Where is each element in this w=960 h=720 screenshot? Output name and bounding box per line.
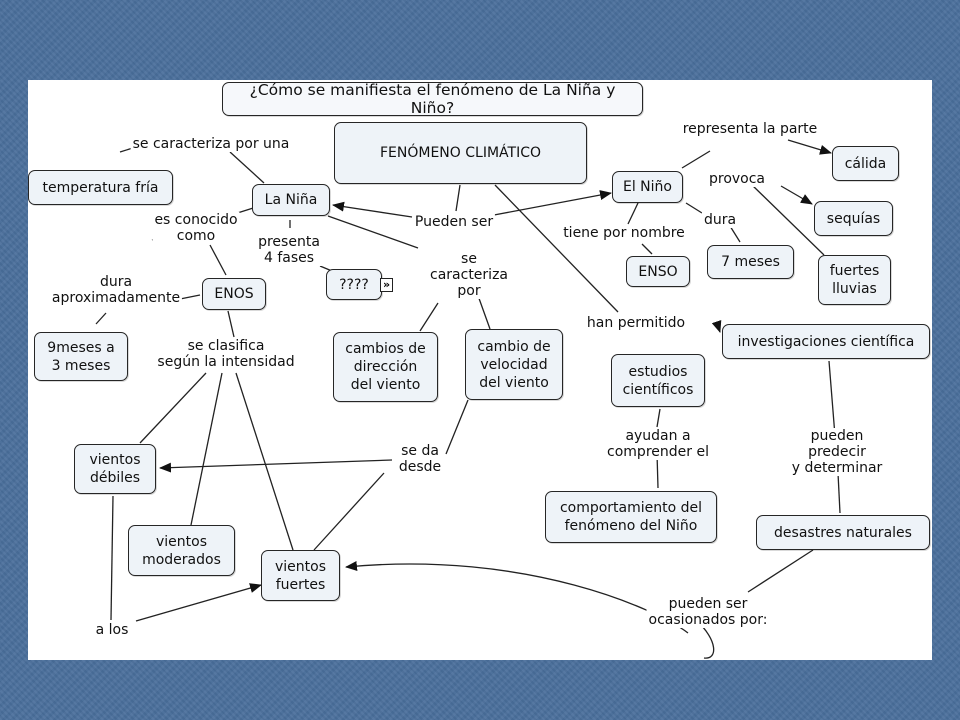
node-enos: ENOS xyxy=(202,278,266,310)
link-line xyxy=(139,372,207,444)
link-label-conocido-como: es conocido como xyxy=(152,212,240,244)
link-label-se-clasifica: se clasifica según la intensidad xyxy=(155,338,297,370)
link-arrow xyxy=(780,185,813,205)
link-label-ayudan: ayudan a comprender el xyxy=(605,428,711,460)
link-label-presenta: presenta 4 fases xyxy=(256,234,322,266)
node-investigaciones: investigaciones científica xyxy=(722,324,930,359)
node-vientos-moderados: vientos moderados xyxy=(128,525,235,576)
link-arrow xyxy=(159,459,393,473)
link-line xyxy=(750,183,825,256)
main-concept-node: FENÓMENO CLIMÁTICO xyxy=(334,122,587,184)
node-7-meses: 7 meses xyxy=(707,245,794,279)
node-comportamiento: comportamiento del fenómeno del Niño xyxy=(545,491,717,543)
link-line xyxy=(445,399,469,455)
link-line xyxy=(227,310,235,338)
link-label-se-da-desde: se da desde xyxy=(396,443,444,475)
link-line xyxy=(627,202,639,225)
node-la-nina: La Niña xyxy=(252,184,330,216)
node-temperatura-fria: temperatura fría xyxy=(28,170,173,205)
link-line xyxy=(455,184,461,212)
link-label-dura-aprox: dura aproximadamente xyxy=(49,274,183,306)
link-line xyxy=(656,408,661,428)
link-line xyxy=(229,151,265,184)
link-line xyxy=(419,302,439,332)
link-line xyxy=(313,472,385,551)
node-estudios: estudios científicos xyxy=(611,354,705,407)
link-line xyxy=(179,294,201,300)
link-line xyxy=(828,360,836,437)
link-label-caracteriza-por: se caracteriza por xyxy=(428,251,510,299)
link-arrow xyxy=(711,319,722,333)
focus-question: ¿Cómo se manifiesta el fenómeno de La Ni… xyxy=(222,81,643,117)
link-label-pueden-ser: Pueden ser xyxy=(412,214,496,230)
link-arrow xyxy=(345,561,689,634)
link-line xyxy=(190,372,223,526)
link-line xyxy=(685,202,703,214)
link-label-tiene-nombre: tiene por nombre xyxy=(561,225,687,241)
concept-map-links xyxy=(95,139,841,659)
node-el-nino: El Niño xyxy=(612,171,683,203)
link-label-dura: dura xyxy=(701,212,739,228)
node-cambios-direccion: cambios de dirección del viento xyxy=(333,332,438,402)
link-arrow xyxy=(135,583,262,622)
node-fases: ???? xyxy=(326,269,382,300)
link-line xyxy=(327,215,419,249)
node-sequias: sequías xyxy=(814,201,893,236)
node-desastres: desastres naturales xyxy=(756,515,930,550)
link-label-caracteriza-una: se caracteriza por una xyxy=(130,136,292,152)
link-arrow xyxy=(332,201,413,218)
node-calida: cálida xyxy=(832,146,899,181)
link-label-representa: representa la parte xyxy=(680,121,820,137)
link-line xyxy=(729,225,741,243)
link-arrow xyxy=(787,139,832,155)
link-arrow xyxy=(493,190,612,216)
link-line xyxy=(747,549,814,593)
link-line xyxy=(681,150,711,169)
node-fuertes-lluvias: fuertes lluvias xyxy=(818,255,891,305)
link-line xyxy=(494,184,619,313)
link-line xyxy=(235,372,294,551)
concept-map: ¿Cómo se manifiesta el fenómeno de La Ni… xyxy=(28,80,932,660)
link-line xyxy=(209,244,227,276)
node-enso: ENSO xyxy=(626,256,690,287)
link-label-han-permitido: han permitido xyxy=(584,315,688,331)
link-line xyxy=(110,495,114,621)
node-vientos-fuertes: vientos fuertes xyxy=(261,550,340,601)
node-cambio-velocidad: cambio de velocidad del viento xyxy=(465,329,563,400)
link-line xyxy=(95,312,107,325)
link-label-ocasionados: pueden ser ocasionados por: xyxy=(646,596,770,628)
double-chevron-right-icon[interactable]: » xyxy=(380,278,393,292)
link-label-provoca: provoca xyxy=(706,171,768,187)
node-9meses: 9meses a 3 meses xyxy=(34,332,128,381)
link-line xyxy=(837,472,841,514)
link-label-predecir: pueden predecir y determinar xyxy=(789,428,885,476)
link-label-a-los: a los xyxy=(93,622,131,638)
link-line xyxy=(641,243,653,255)
node-vientos-debiles: vientos débiles xyxy=(74,444,156,494)
